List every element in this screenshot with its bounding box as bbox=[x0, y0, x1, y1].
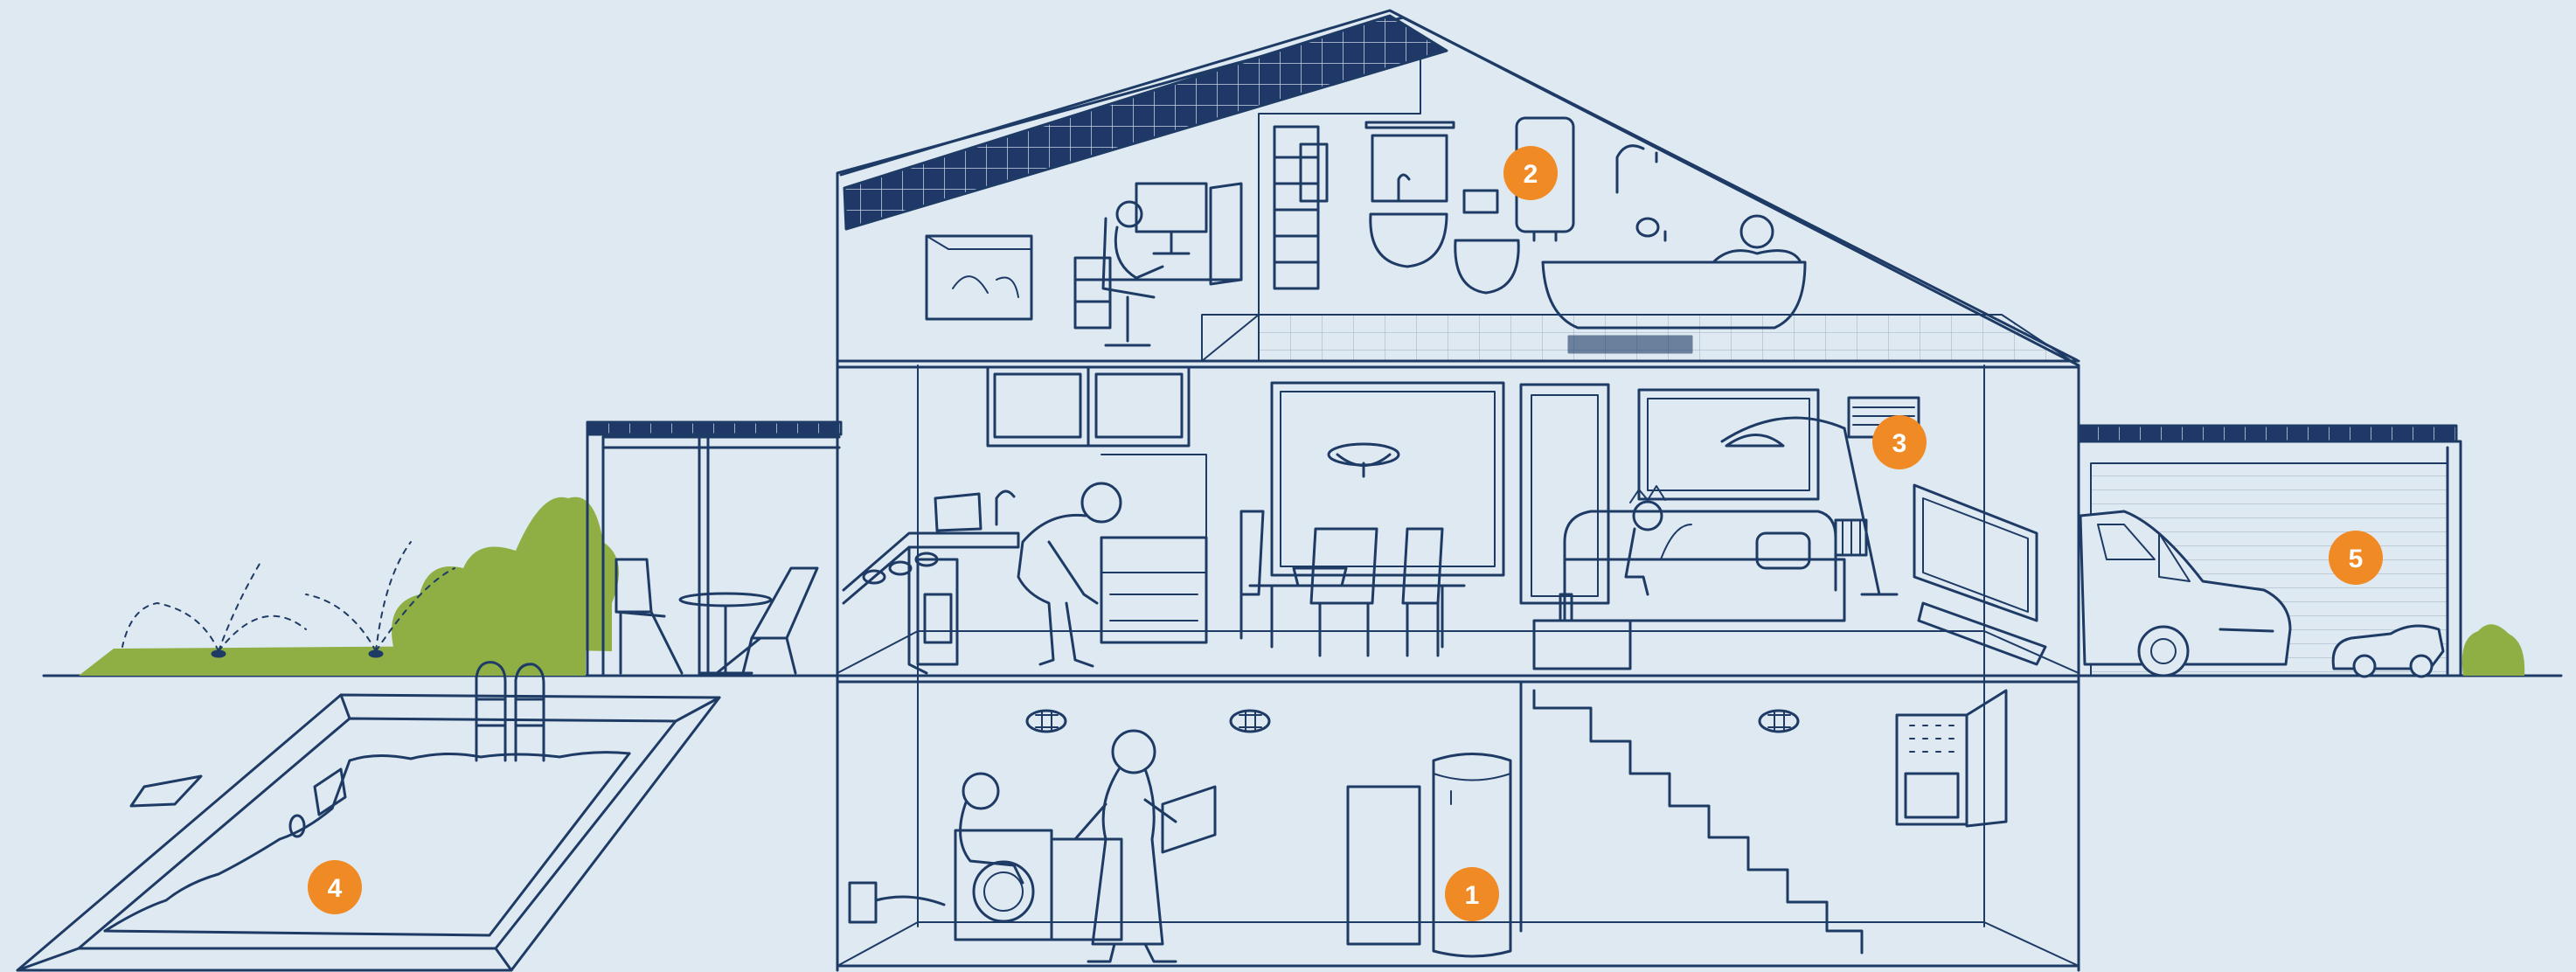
marker-1[interactable]: 1 bbox=[1445, 867, 1499, 921]
heat-pump-icon bbox=[1348, 754, 1510, 957]
marker-3[interactable]: 3 bbox=[1872, 415, 1927, 469]
marker-4[interactable]: 4 bbox=[308, 860, 362, 914]
dining-table-icon bbox=[1241, 383, 1503, 656]
marker-label: 1 bbox=[1465, 881, 1480, 910]
kitchen-icon bbox=[844, 367, 1206, 673]
stairs-icon bbox=[1521, 682, 1862, 953]
washing-machine-icon bbox=[850, 774, 1121, 940]
person-basement bbox=[1075, 731, 1215, 962]
fuse-box-icon bbox=[1897, 691, 2006, 826]
patio-chair-icon bbox=[616, 559, 817, 673]
marker-label: 5 bbox=[2349, 545, 2364, 573]
desk-icon bbox=[1075, 184, 1241, 345]
person-kitchen bbox=[1018, 483, 1121, 666]
marker-label: 2 bbox=[1524, 160, 1538, 189]
marker-2[interactable]: 2 bbox=[1503, 146, 1558, 200]
solar-panel-icon bbox=[844, 16, 1447, 229]
pool-icon bbox=[17, 663, 719, 970]
marker-5[interactable]: 5 bbox=[2329, 531, 2383, 585]
lawn bbox=[79, 645, 586, 676]
aquarium-icon bbox=[927, 236, 1031, 319]
main-house bbox=[837, 10, 2079, 970]
sofa-icon bbox=[1534, 486, 1844, 669]
marker-label: 4 bbox=[328, 874, 343, 903]
marker-label: 3 bbox=[1892, 429, 1907, 458]
basement-vents bbox=[1027, 711, 1798, 732]
bathroom bbox=[1274, 122, 1518, 293]
patio bbox=[587, 422, 841, 676]
tv-icon bbox=[1914, 485, 2045, 664]
